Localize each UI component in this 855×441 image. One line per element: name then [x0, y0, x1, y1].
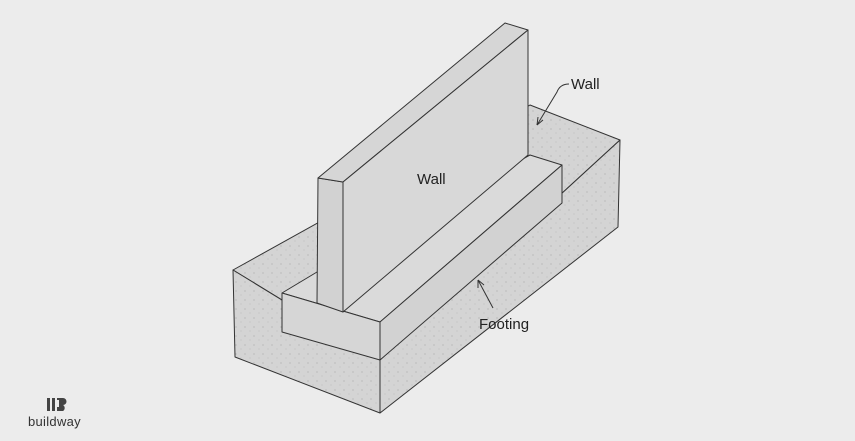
brand-logo-icon	[47, 398, 67, 411]
wall-callout-label: Wall	[571, 76, 600, 93]
callout-arrows	[477, 83, 570, 309]
footing-arrowhead	[477, 279, 485, 288]
footing-right-face	[379, 164, 563, 361]
brand-watermark: buildway	[28, 414, 81, 429]
wall-face-label: Wall	[417, 171, 446, 188]
footing-callout-label: Footing	[479, 316, 530, 333]
wall	[316, 22, 529, 313]
footing-callout-arrow	[477, 279, 494, 309]
wall-arrowhead	[536, 116, 544, 126]
wall-main-face	[342, 29, 529, 313]
wall-end-face	[316, 177, 344, 313]
wall-callout-arrow	[536, 83, 570, 126]
